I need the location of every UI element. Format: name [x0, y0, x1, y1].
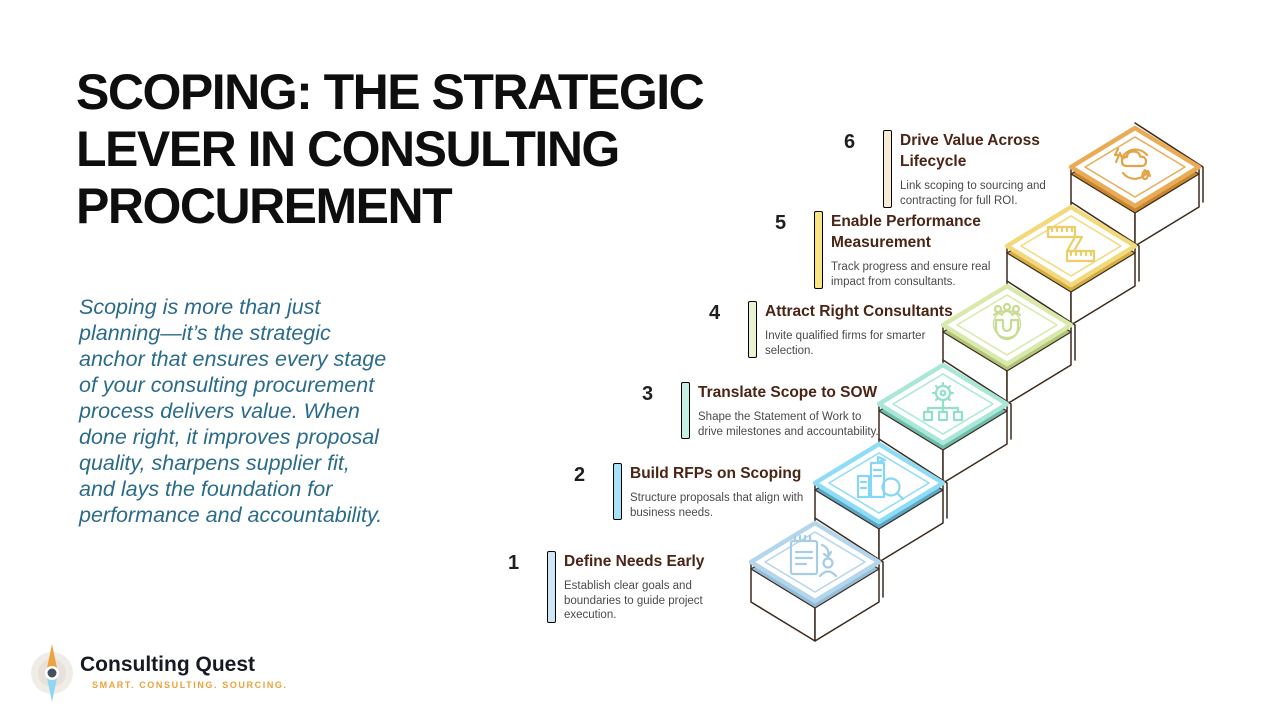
step-title: Drive Value Across Lifecycle: [900, 132, 1040, 170]
staircase-step-6: [1068, 122, 1204, 247]
step-description: Establish clear goals and boundaries to …: [564, 580, 703, 621]
step-color-bar: [814, 211, 823, 289]
step-color-bar: [613, 463, 622, 520]
step-color-bar: [748, 301, 757, 358]
step-title: Define Needs Early: [564, 553, 705, 570]
step-number: 1: [508, 552, 520, 574]
logo-tagline: SMART. CONSULTING. SOURCING.: [92, 680, 288, 690]
step-description: Link scoping to sourcing and contracting…: [900, 180, 1046, 207]
step-item-4: 4 Attract Right Consultants Invite quali…: [709, 301, 965, 358]
step-number: 3: [642, 383, 654, 405]
building-search-icon: [856, 455, 905, 501]
compass-logo-icon: [31, 644, 73, 702]
step-description: Shape the Statement of Work to drive mil…: [698, 411, 879, 438]
staircase-step-4: [940, 280, 1076, 405]
step-item-1: 1 Define Needs Early Establish clear goa…: [508, 551, 764, 623]
step-description: Invite qualified firms for smarter selec…: [765, 330, 926, 357]
logo: Consulting Quest SMART. CONSULTING. SOUR…: [80, 653, 288, 690]
step-item-2: 2 Build RFPs on Scoping Structure propos…: [574, 463, 830, 520]
measuring-tape-icon: [1046, 225, 1096, 263]
step-item-5: 5 Enable Performance Measurement Track p…: [775, 211, 1031, 289]
step-color-bar: [883, 130, 892, 208]
gear-hierarchy-icon: [922, 381, 964, 422]
staircase-step-2: [812, 438, 948, 563]
logo-name: Consulting Quest: [80, 653, 255, 676]
step-description: Structure proposals that align with busi…: [630, 492, 804, 519]
step-title: Build RFPs on Scoping: [630, 465, 802, 482]
step-number: 2: [574, 464, 586, 486]
step-number: 6: [844, 131, 856, 153]
staircase-step-5: [1004, 201, 1140, 326]
step-item-3: 3 Translate Scope to SOW Shape the State…: [642, 382, 898, 439]
step-title: Attract Right Consultants: [765, 303, 953, 320]
staircase-step-3: [876, 359, 1012, 484]
intro-paragraph: Scoping is more than just planning—it’s …: [79, 295, 387, 527]
staircase-step-1: [748, 517, 884, 642]
step-description: Track progress and ensure real impact fr…: [831, 261, 991, 288]
step-number: 4: [709, 302, 721, 324]
cloud-refresh-icon: [1113, 147, 1152, 181]
magnet-people-icon: [992, 302, 1022, 341]
step-color-bar: [681, 382, 690, 439]
step-title: Enable Performance Measurement: [831, 213, 981, 251]
step-color-bar: [547, 551, 556, 623]
step-number: 5: [775, 212, 787, 234]
step-title: Translate Scope to SOW: [698, 384, 878, 401]
clipboard-progress-icon: [789, 534, 838, 578]
step-item-6: 6 Drive Value Across Lifecycle Link scop…: [844, 130, 1100, 208]
page-title: SCOPING: THE STRATEGIC LEVER IN CONSULTI…: [76, 64, 705, 234]
